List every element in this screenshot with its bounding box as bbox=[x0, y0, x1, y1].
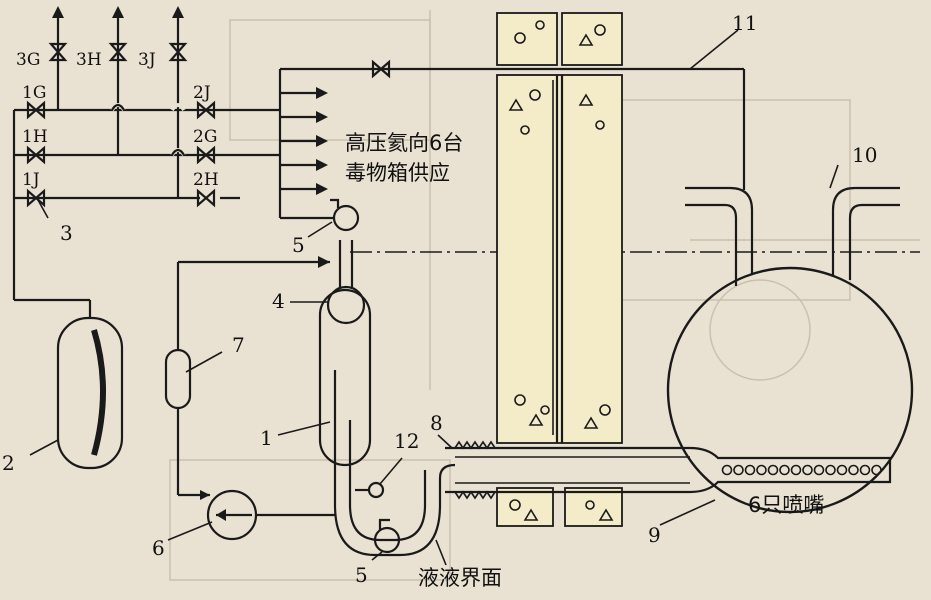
label-4: 4 bbox=[272, 289, 285, 313]
nozzle-hole bbox=[813, 464, 825, 476]
nozzle-circles bbox=[721, 464, 882, 476]
valve-label-1H: 1H bbox=[22, 127, 48, 147]
supply-header bbox=[278, 67, 746, 220]
supply-text-line2: 毒物箱供应 bbox=[345, 161, 450, 185]
valve-label-3H: 3H bbox=[76, 50, 102, 70]
nozzle-hole bbox=[779, 464, 790, 476]
column-vessel bbox=[318, 198, 372, 467]
nozzle-tube bbox=[445, 440, 892, 500]
label-8: 8 bbox=[430, 411, 443, 435]
leader-lines bbox=[29, 29, 839, 566]
label-3: 3 bbox=[60, 221, 73, 245]
labels: 3G 3H 3J 1G 1H 1J 2J 2G 2H 1 2 3 4 5 5 6… bbox=[2, 11, 877, 590]
interface-text: 液液界面 bbox=[418, 566, 502, 590]
label-7: 7 bbox=[232, 333, 245, 357]
filter-7 bbox=[164, 256, 330, 495]
nozzle-hole bbox=[871, 464, 882, 476]
valve-label-3G: 3G bbox=[16, 50, 40, 70]
nozzle-hole bbox=[825, 464, 836, 476]
nozzle-hole bbox=[836, 464, 848, 476]
valve-label-3J: 3J bbox=[138, 50, 156, 70]
pump-bottom bbox=[373, 518, 401, 554]
nozzle-hole bbox=[721, 464, 733, 476]
nozzle-hole bbox=[859, 464, 871, 476]
valve-label-2J: 2J bbox=[193, 83, 211, 103]
pump-6 bbox=[178, 489, 335, 541]
label-5-bottom: 5 bbox=[355, 563, 368, 587]
label-10: 10 bbox=[852, 143, 877, 167]
nozzle-hole bbox=[790, 464, 802, 476]
nozzles-text: 6只喷嘴 bbox=[748, 493, 824, 517]
label-2: 2 bbox=[2, 451, 15, 475]
nozzle-hole bbox=[733, 464, 744, 476]
vessel-sphere bbox=[666, 186, 914, 514]
nozzle-hole bbox=[744, 464, 756, 476]
nozzle-hole bbox=[756, 464, 767, 476]
valve-label-1G: 1G bbox=[22, 83, 46, 103]
u-pipe bbox=[333, 370, 456, 557]
label-12: 12 bbox=[394, 429, 419, 453]
label-5-top: 5 bbox=[292, 233, 305, 257]
valve-label-1J: 1J bbox=[22, 170, 40, 190]
label-6: 6 bbox=[152, 536, 165, 560]
valve-label-2G: 2G bbox=[193, 127, 217, 147]
valve-label-2H: 2H bbox=[193, 170, 219, 190]
nozzle-hole bbox=[802, 464, 813, 476]
concrete-wall bbox=[496, 12, 623, 527]
label-1: 1 bbox=[260, 426, 273, 450]
supply-text-line1: 高压氦向6台 bbox=[345, 131, 463, 155]
gas-bottle-2 bbox=[12, 110, 124, 470]
label-9: 9 bbox=[648, 523, 661, 547]
label-11: 11 bbox=[732, 11, 757, 35]
nozzle-hole bbox=[848, 464, 859, 476]
nozzle-hole bbox=[767, 464, 779, 476]
